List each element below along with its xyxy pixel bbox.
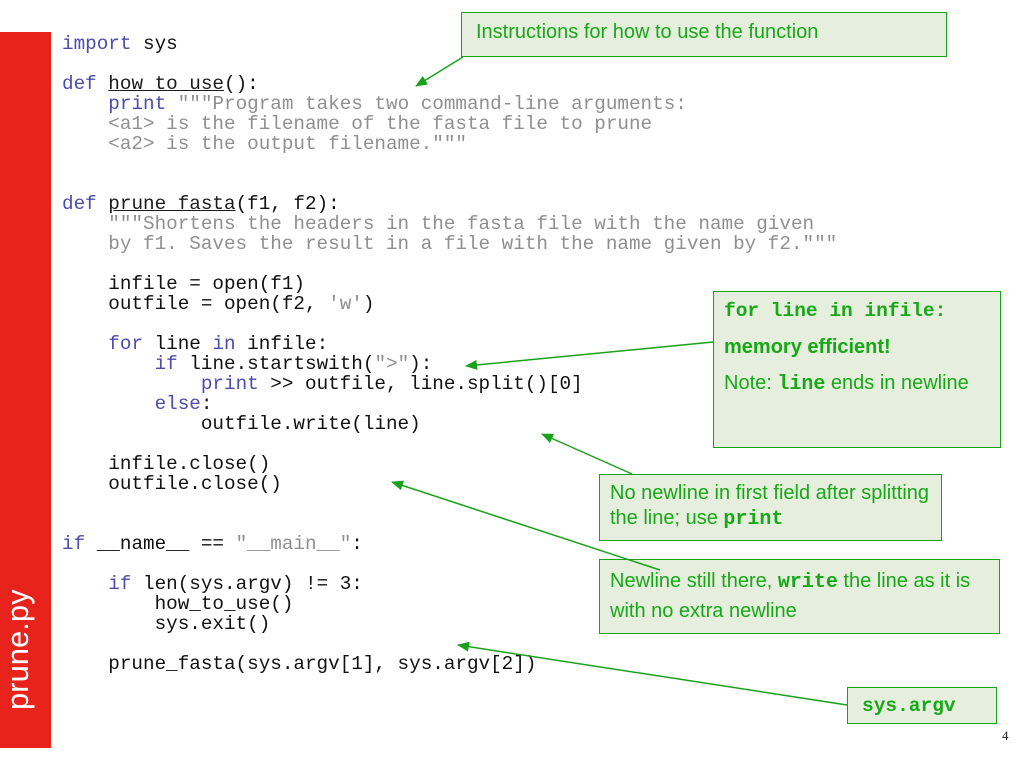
code-token: prune_fasta(sys.argv[1], sys.argv[2]): [62, 653, 537, 675]
callout-instructions: Instructions for how to use the function: [461, 12, 947, 57]
code-token: if: [62, 533, 86, 555]
callout-no-newline-text: No newline in first field after splittin…: [610, 482, 930, 529]
code-token: """Program takes two command-line argume…: [166, 93, 687, 115]
code-line: for line in infile:: [62, 334, 837, 354]
code-token: :: [351, 533, 363, 555]
code-token: """Shortens the headers in the fasta fil…: [62, 213, 815, 235]
code-line: by f1. Saves the result in a file with t…: [62, 234, 837, 254]
code-token: by f1. Saves the result in a file with t…: [62, 233, 838, 255]
code-token: <a1> is the filename of the fasta file t…: [62, 113, 653, 135]
code-line: print """Program takes two command-line …: [62, 94, 837, 114]
note-suffix: ends in newline: [825, 372, 969, 394]
code-token: else: [154, 393, 201, 415]
callout-for-line-note: Note: line ends in newline: [724, 371, 990, 397]
code-token: import: [62, 33, 132, 55]
code-line: print >> outfile, line.split()[0]: [62, 374, 837, 394]
code-line: if len(sys.argv) != 3:: [62, 574, 837, 594]
code-token: ">": [374, 353, 410, 375]
code-token: :: [200, 393, 213, 415]
code-token: def: [62, 193, 97, 215]
arrow-split: [541, 433, 633, 475]
note-prefix: Note:: [724, 372, 778, 394]
arrow-write: [391, 480, 661, 571]
code-line: if __name__ == "__main__":: [62, 534, 837, 554]
callout-for-line: for line in infile: memory efficient! No…: [713, 291, 1001, 448]
code-token: line: [143, 333, 213, 355]
code-token: how_to_use(): [62, 593, 294, 615]
code-token: outfile.close(): [62, 473, 282, 495]
code-token: sys.exit(): [62, 613, 271, 635]
code-token: <a2> is the output filename.""": [62, 133, 467, 155]
code-line: """Shortens the headers in the fasta fil…: [62, 214, 837, 234]
code-line: outfile.close(): [62, 474, 837, 494]
code-token: len(sys.argv) != 3:: [131, 573, 363, 595]
code-token: >> outfile, line.split()[0]: [258, 373, 583, 395]
code-token: (f1, f2):: [235, 193, 340, 215]
code-line: def how_to_use():: [62, 74, 837, 94]
code-token: __name__ ==: [85, 533, 236, 555]
callout-newline-prefix: Newline still there,: [610, 570, 778, 592]
code-token: "__main__": [235, 533, 352, 555]
code-token: infile.close(): [62, 453, 271, 475]
code-line: outfile = open(f2, 'w'): [62, 294, 837, 314]
code-token: infile:: [235, 333, 329, 355]
code-token: if: [154, 353, 178, 375]
code-token: sys: [131, 33, 178, 55]
callout-instructions-text: Instructions for how to use the function: [476, 21, 819, 43]
code-token: ): [362, 293, 375, 315]
code-token: line.startswith(: [177, 353, 375, 375]
code-line: prune_fasta(sys.argv[1], sys.argv[2]): [62, 654, 837, 674]
code-line: how_to_use(): [62, 594, 837, 614]
arrow-for-line: [465, 341, 714, 370]
code-listing: import sys def how_to_use(): print """Pro…: [62, 34, 837, 674]
code-line: <a2> is the output filename.""": [62, 134, 837, 154]
code-token: how_to_use: [108, 73, 225, 95]
sidebar: prune.py: [0, 32, 51, 748]
callout-no-newline: No newline in first field after splittin…: [599, 474, 942, 541]
arrow-instructions: [415, 56, 464, 87]
callout-for-line-bold: memory efficient!: [724, 336, 891, 358]
code-token: print: [108, 93, 167, 115]
code-token: in: [212, 333, 236, 355]
code-line: def prune_fasta(f1, f2):: [62, 194, 837, 214]
code-line: sys.exit(): [62, 614, 837, 634]
page-number: 4: [1002, 728, 1009, 743]
code-token: infile = open(f1): [62, 273, 305, 295]
code-token: def: [62, 73, 97, 95]
callout-for-line-code: for line in infile:: [724, 300, 947, 322]
code-line: infile = open(f1): [62, 274, 837, 294]
code-token: for: [108, 333, 144, 355]
code-line: if line.startswith(">"):: [62, 354, 837, 374]
callout-newline-still: Newline still there, write the line as i…: [599, 559, 1000, 634]
callout-newline-suffix: the line as it is with no extra newline: [610, 570, 971, 622]
code-token: print: [200, 373, 259, 395]
code-line: else:: [62, 394, 837, 414]
code-token: ():: [224, 73, 259, 95]
code-token: prune_fasta: [108, 193, 236, 215]
arrow-sys-argv: [457, 641, 848, 706]
code-line: outfile.write(line): [62, 414, 837, 434]
code-token: outfile = open(f2,: [62, 293, 329, 315]
note-code: line: [777, 373, 826, 396]
code-line: infile.close(): [62, 454, 837, 474]
code-token: 'w': [328, 293, 363, 315]
callout-no-newline-code: print: [723, 508, 784, 531]
code-line: import sys: [62, 34, 837, 54]
code-token: ):: [409, 353, 433, 375]
callout-sys-argv-code: sys.argv: [862, 695, 956, 717]
code-line: <a1> is the filename of the fasta file t…: [62, 114, 837, 134]
code-token: if: [108, 573, 132, 595]
code-token: outfile.write(line): [62, 413, 421, 435]
callout-sys-argv: sys.argv: [847, 687, 997, 724]
callout-newline-code: write: [777, 571, 838, 594]
